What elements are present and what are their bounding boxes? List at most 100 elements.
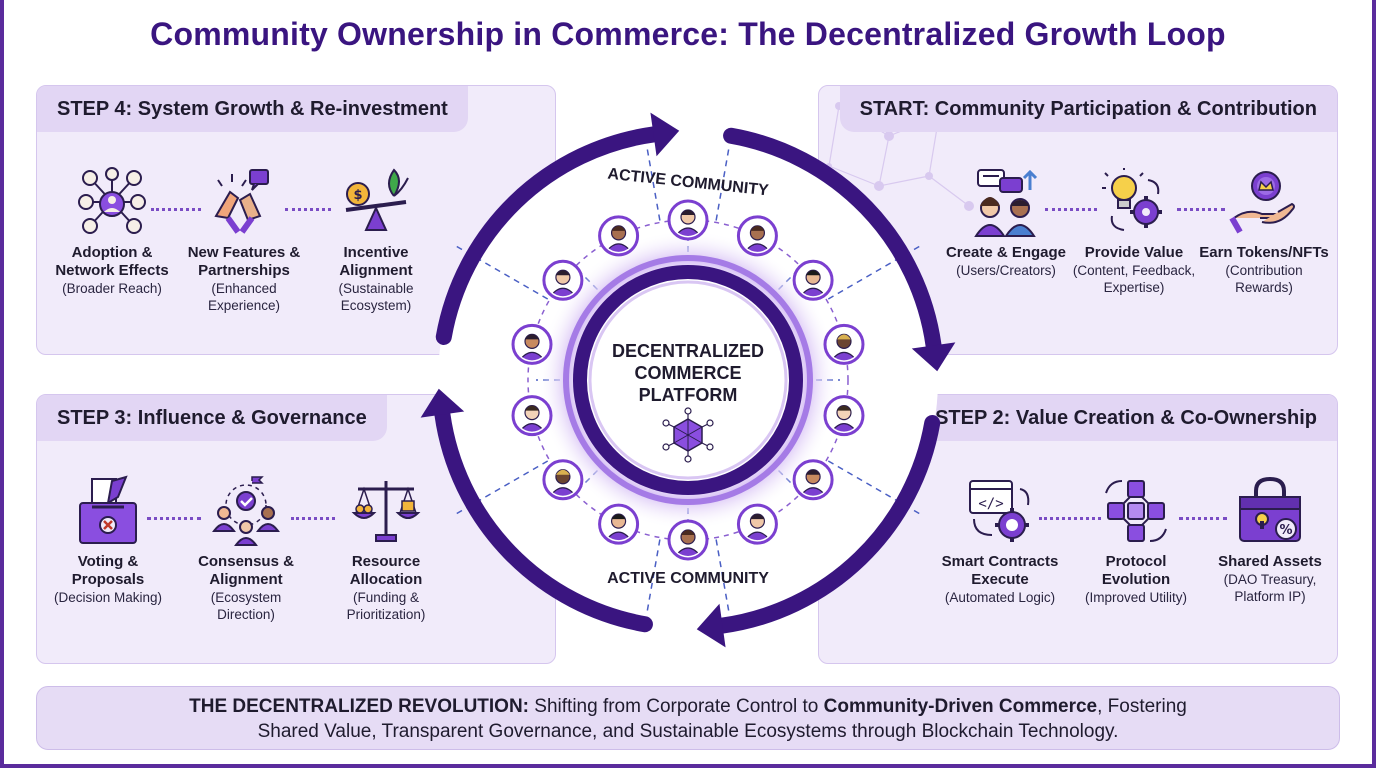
- item-shared-assets-name: Shared Assets: [1218, 553, 1322, 570]
- item-voting-name: Voting & Proposals: [71, 553, 145, 588]
- connector-dots: [285, 208, 331, 211]
- item-new-features-desc: (Enhanced Experience): [207, 281, 281, 313]
- core-platform-label: DECENTRALIZED COMMERCE PLATFORM: [588, 340, 788, 406]
- banner-line-2: Shared Value, Transparent Governance, an…: [257, 721, 1119, 742]
- spoke-line: [715, 149, 730, 221]
- network-cube-icon: [662, 407, 714, 463]
- growth-loop-diagram: [420, 112, 956, 648]
- connector-dots: [291, 517, 335, 520]
- connector-dots: [147, 517, 201, 520]
- network-people-icon: [78, 167, 146, 234]
- arrowhead: [420, 388, 465, 418]
- loop-arrowheads: [420, 112, 956, 648]
- loop-arrows: [434, 126, 942, 634]
- banner-text-1: Shifting from Corporate Control to: [529, 696, 824, 717]
- connector-dots: [1045, 208, 1097, 211]
- panel-step2-header: STEP 2: Value Creation & Co-Ownership: [915, 395, 1337, 441]
- item-shared-assets-desc: (DAO Treasury, Platform IP): [1223, 572, 1317, 604]
- panel-start-header: START: Community Participation & Contrib…: [839, 86, 1337, 132]
- page-title: Community Ownership in Commerce: The Dec…: [150, 16, 1226, 52]
- item-provide-value-desc: (Content, Feedback, Expertise): [1072, 263, 1196, 295]
- avatar: [823, 323, 865, 365]
- svg-text:</>: </>: [978, 496, 1003, 512]
- item-consensus: Consensus & Alignment (Ecosystem Directi…: [181, 475, 311, 623]
- code-gear-icon: </>: [969, 480, 1030, 542]
- connector-dots: [1039, 517, 1101, 520]
- avatar: [511, 323, 553, 365]
- arrowhead: [911, 342, 956, 372]
- panel-step4-header: STEP 4: System Growth & Re-investment: [37, 86, 468, 132]
- item-smart-contracts: </> Smart Contracts Execute (Automated L…: [935, 475, 1065, 606]
- item-create-engage: Create & Engage (Users/Creators): [941, 166, 1071, 279]
- avatar: [511, 395, 553, 437]
- handshake-icon: [214, 169, 269, 234]
- item-adoption-name: Adoption & Network Effects: [55, 244, 169, 279]
- item-protocol-evolution: Protocol Evolution (Improved Utility): [1071, 475, 1201, 606]
- banner-line-1: THE DECENTRALIZED REVOLUTION: Shifting f…: [37, 694, 1339, 719]
- spoke-line: [646, 149, 661, 221]
- item-smart-contracts-name: Smart Contracts Execute: [941, 553, 1059, 588]
- active-community-bottom-label: ACTIVE COMMUNITY: [607, 570, 769, 587]
- connector-dots: [1177, 208, 1225, 211]
- revolution-banner: THE DECENTRALIZED REVOLUTION: Shifting f…: [36, 686, 1340, 750]
- core-ring-inner: [588, 280, 788, 480]
- avatar: [667, 519, 709, 561]
- item-create-engage-desc: (Users/Creators): [956, 263, 1056, 278]
- item-resource-allocation-desc: (Funding & Prioritization): [346, 590, 426, 622]
- item-earn-tokens-name: Earn Tokens/NFTs: [1199, 244, 1329, 261]
- banner-bold-1: THE DECENTRALIZED REVOLUTION:: [189, 696, 530, 717]
- item-smart-contracts-desc: (Automated Logic): [944, 590, 1056, 605]
- item-consensus-name: Consensus & Alignment: [198, 553, 294, 588]
- avatar: [542, 259, 584, 301]
- spoke-line: [715, 539, 730, 611]
- item-provide-value: Provide Value (Content, Feedback, Expert…: [1069, 166, 1199, 296]
- loop-arc: [723, 127, 942, 354]
- community-avatars: [511, 199, 865, 561]
- avatar: [823, 395, 865, 437]
- avatar: [542, 459, 584, 501]
- avatar: [667, 199, 709, 241]
- panel-step2: STEP 2: Value Creation & Co-Ownership </…: [818, 394, 1338, 664]
- item-protocol-evolution-name: Protocol Evolution: [1101, 553, 1171, 588]
- hand-token-icon: [1229, 171, 1295, 234]
- treasury-lock-icon: %: [1239, 476, 1301, 542]
- item-resource-allocation: Resource Allocation (Funding & Prioritiz…: [321, 475, 451, 623]
- loop-arc: [714, 415, 941, 634]
- core-ring-outer: [563, 255, 813, 505]
- banner-bold-2: Community-Driven Commerce: [823, 696, 1098, 717]
- banner-text-2: , Fostering: [1097, 696, 1187, 717]
- arrowhead: [650, 112, 680, 157]
- team-consensus-icon: [212, 476, 280, 546]
- panel-start: START: Community Participation & Contrib…: [818, 85, 1338, 355]
- panel-step3-header: STEP 3: Influence & Governance: [37, 395, 387, 441]
- core-line-2: COMMERCE: [634, 363, 742, 383]
- users-chat-icon: [974, 169, 1038, 237]
- item-incentive-desc: (Sustainable Ecosystem): [338, 281, 414, 313]
- item-adoption-desc: (Broader Reach): [62, 281, 162, 296]
- svg-text:$: $: [353, 188, 362, 203]
- item-earn-tokens: Earn Tokens/NFTs (Contribution Rewards): [1199, 166, 1329, 296]
- item-voting: Voting & Proposals (Decision Making): [43, 475, 173, 606]
- lightbulb-gear-icon: [1102, 168, 1162, 231]
- avatar: [792, 259, 834, 301]
- ballot-box-icon: [79, 475, 137, 544]
- svg-text:%: %: [1279, 523, 1292, 538]
- item-shared-assets: % Shared Assets (DAO Treasury, Platform …: [1205, 475, 1335, 605]
- item-consensus-desc: (Ecosystem Direction): [210, 590, 282, 622]
- core-ring: [573, 265, 803, 495]
- arrowhead: [696, 603, 726, 648]
- item-adoption: Adoption & Network Effects (Broader Reac…: [47, 166, 177, 297]
- item-provide-value-name: Provide Value: [1084, 244, 1184, 261]
- item-voting-desc: (Decision Making): [53, 590, 163, 605]
- connector-dots: [1179, 517, 1227, 520]
- item-incentive: $ Incentive Alignment (Sustainable Ecosy…: [311, 166, 441, 314]
- spoke-line: [646, 539, 661, 611]
- core-line-1: DECENTRALIZED: [612, 341, 764, 361]
- item-earn-tokens-desc: (Contribution Rewards): [1225, 263, 1303, 295]
- item-resource-allocation-name: Resource Allocation: [349, 553, 423, 588]
- item-protocol-evolution-desc: (Improved Utility): [1084, 590, 1187, 605]
- avatar: [792, 459, 834, 501]
- item-new-features-name: New Features & Partnerships: [187, 244, 301, 279]
- item-incentive-name: Incentive Alignment: [339, 244, 413, 279]
- connector-dots: [151, 208, 201, 211]
